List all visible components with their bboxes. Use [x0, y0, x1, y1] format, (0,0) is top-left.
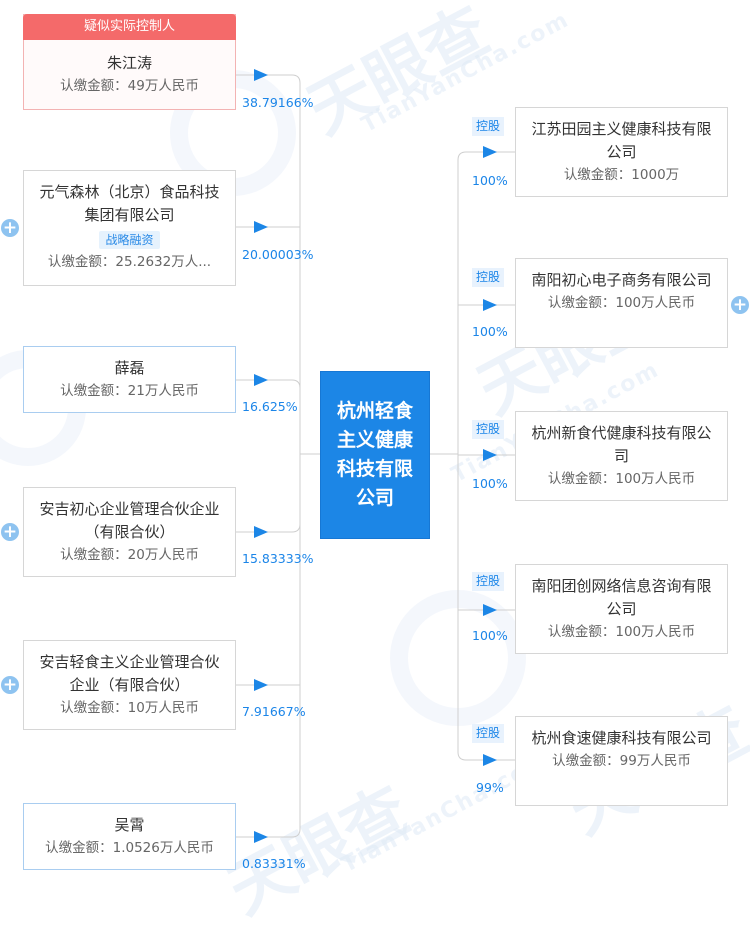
center-company-name: 杭州轻食主义健康科技有限公司: [336, 400, 413, 509]
shareholder-amount: 认缴金额：49万人民币: [60, 78, 199, 94]
shareholder-percentage: 20.00003%: [242, 247, 314, 262]
shareholder-amount: 认缴金额：25.2632万人...: [47, 254, 212, 270]
investment-name[interactable]: 江苏田园主义健康科技有限公司: [531, 120, 712, 161]
shareholder-amount: 认缴金额：21万人民币: [60, 383, 199, 399]
shareholder-percentage: 0.83331%: [242, 856, 306, 871]
shareholder-name[interactable]: 安吉初心企业管理合伙企业（有限合伙）: [39, 500, 220, 541]
investment-amount: 认缴金额：1000万: [563, 167, 680, 183]
investment-amount: 认缴金额：100万人民币: [547, 624, 696, 640]
investment-percentage: 100%: [472, 628, 508, 643]
shareholder-percentage: 15.83333%: [242, 551, 314, 566]
investment-amount: 认缴金额：100万人民币: [547, 295, 696, 311]
shareholder-card[interactable]: 安吉轻食主义企业管理合伙企业（有限合伙） 认缴金额：10万人民币: [23, 640, 236, 730]
holding-label: 控股: [472, 572, 505, 591]
shareholder-name[interactable]: 吴霄: [114, 816, 145, 834]
investment-percentage: 100%: [472, 476, 508, 491]
shareholder-name[interactable]: 元气森林（北京）食品科技集团有限公司: [39, 183, 220, 224]
shareholder-card[interactable]: 疑似实际控制人 朱江涛 认缴金额：49万人民币: [23, 14, 236, 110]
shareholder-name[interactable]: 薛磊: [114, 359, 145, 377]
holding-label: 控股: [472, 420, 505, 439]
shareholder-percentage: 38.79166%: [242, 95, 314, 110]
shareholder-name[interactable]: 朱江涛: [106, 54, 152, 72]
shareholder-card[interactable]: 吴霄 认缴金额：1.0526万人民币: [23, 803, 236, 870]
investment-card[interactable]: 杭州食速健康科技有限公司 认缴金额：99万人民币: [515, 716, 728, 806]
investment-card[interactable]: 南阳团创网络信息咨询有限公司 认缴金额：100万人民币: [515, 564, 728, 654]
expand-plus-icon[interactable]: +: [731, 295, 749, 315]
investment-percentage: 100%: [472, 324, 508, 339]
shareholder-card[interactable]: 安吉初心企业管理合伙企业（有限合伙） 认缴金额：20万人民币: [23, 487, 236, 577]
investment-card[interactable]: 南阳初心电子商务有限公司 认缴金额：100万人民币: [515, 258, 728, 348]
investment-name[interactable]: 杭州食速健康科技有限公司: [531, 729, 712, 747]
center-company[interactable]: 杭州轻食主义健康科技有限公司: [320, 371, 430, 539]
shareholder-amount: 认缴金额：1.0526万人民币: [45, 840, 214, 856]
investment-card[interactable]: 江苏田园主义健康科技有限公司 认缴金额：1000万: [515, 107, 728, 197]
strategic-financing-badge: 战略融资: [99, 231, 160, 249]
investment-amount: 认缴金额：100万人民币: [547, 471, 696, 487]
shareholder-percentage: 16.625%: [242, 399, 298, 414]
shareholder-card[interactable]: 元气森林（北京）食品科技集团有限公司 战略融资 认缴金额：25.2632万人..…: [23, 170, 236, 286]
investment-percentage: 99%: [476, 780, 504, 795]
investment-name[interactable]: 杭州新食代健康科技有限公司: [531, 424, 712, 465]
actual-controller-badge: 疑似实际控制人: [23, 14, 236, 40]
investment-name[interactable]: 南阳团创网络信息咨询有限公司: [531, 577, 712, 618]
shareholder-amount: 认缴金额：10万人民币: [60, 700, 199, 716]
expand-plus-icon[interactable]: +: [1, 522, 19, 542]
holding-label: 控股: [472, 117, 505, 136]
investment-card[interactable]: 杭州新食代健康科技有限公司 认缴金额：100万人民币: [515, 411, 728, 501]
investment-percentage: 100%: [472, 173, 508, 188]
holding-label: 控股: [472, 268, 505, 287]
shareholder-card[interactable]: 薛磊 认缴金额：21万人民币: [23, 346, 236, 413]
connector-lines: [236, 69, 515, 843]
expand-plus-icon[interactable]: +: [1, 675, 19, 695]
shareholder-percentage: 7.91667%: [242, 704, 306, 719]
shareholder-name[interactable]: 安吉轻食主义企业管理合伙企业（有限合伙）: [39, 653, 220, 694]
holding-label: 控股: [472, 724, 505, 743]
shareholder-amount: 认缴金额：20万人民币: [60, 547, 199, 563]
investment-amount: 认缴金额：99万人民币: [552, 753, 691, 769]
investment-name[interactable]: 南阳初心电子商务有限公司: [531, 271, 712, 289]
expand-plus-icon[interactable]: +: [1, 218, 19, 238]
